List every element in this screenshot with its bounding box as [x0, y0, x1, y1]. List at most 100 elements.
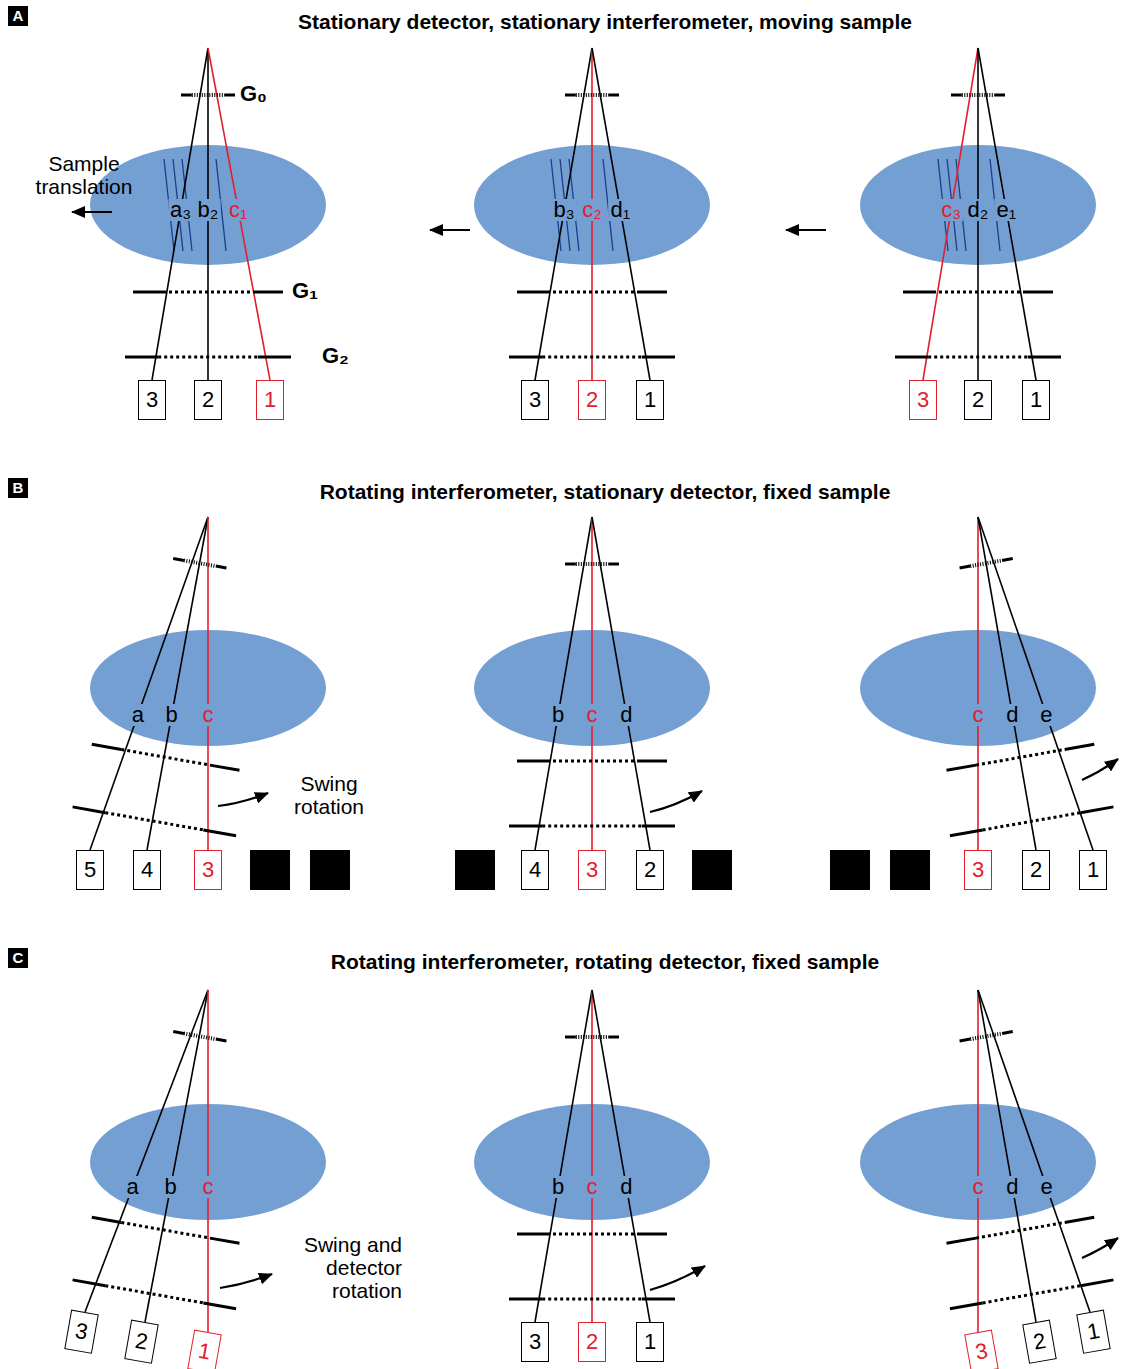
detector-number: 3 [972, 1332, 990, 1369]
sample-shape [860, 630, 1096, 746]
detector-pixel: 2 [1022, 1320, 1057, 1364]
grating-bars [542, 356, 642, 359]
grating-frame [210, 765, 240, 770]
ray-point-label: d [618, 704, 634, 726]
grating-frame [608, 1036, 619, 1039]
grating-bars [983, 1286, 1081, 1303]
ray-point-label: c [585, 704, 600, 726]
detector-number: 2 [586, 381, 598, 418]
detector-pixel: 5 [76, 850, 104, 890]
inactive-detector [830, 850, 870, 890]
detector-pixel: 3 [909, 380, 937, 420]
detector-pixel: 3 [964, 1330, 999, 1369]
detector-number: 1 [195, 1332, 213, 1369]
grating-bars [121, 749, 210, 765]
sample-shape [90, 145, 326, 265]
grating-bars [184, 1033, 216, 1039]
sample-outline [90, 1104, 326, 1220]
grating-bars [547, 760, 637, 763]
detector-number: 2 [644, 851, 656, 888]
ray-point-label: c₃ [939, 199, 963, 221]
grating-bars [976, 1222, 1065, 1238]
grating-frame [1081, 807, 1114, 813]
grating-frame [173, 1032, 184, 1034]
grating-bars [962, 93, 994, 97]
grating-frame [637, 1233, 667, 1236]
grating-frame [1002, 559, 1013, 561]
motion-arrow [650, 791, 702, 812]
sample-outline [474, 1104, 710, 1220]
detector-pixel: 4 [133, 850, 161, 890]
sample-outline [860, 630, 1096, 746]
detector-pixel: 1 [1079, 850, 1107, 890]
grating-label: G₂ [322, 344, 349, 367]
grating-frame [73, 807, 106, 813]
detector-pixel: 2 [578, 1322, 606, 1362]
grating-frame [258, 356, 291, 359]
ray-point-label: c [585, 1176, 600, 1198]
inactive-detector [310, 850, 350, 890]
detector-pixel: 2 [964, 380, 992, 420]
ray-point-label: a₃ [168, 199, 193, 221]
inactive-detector [692, 850, 732, 890]
grating-frame [642, 356, 675, 359]
grating-bars [928, 356, 1028, 359]
grating-frame [173, 559, 184, 561]
grating-frame [565, 563, 576, 566]
inactive-detector [890, 850, 930, 890]
grating-frame [133, 291, 163, 294]
grating-frame [608, 563, 619, 566]
grating-frame [253, 291, 283, 294]
grating-bars [576, 93, 608, 97]
grating-frame [947, 765, 977, 770]
sample-shape [860, 145, 1096, 265]
motion-arrow [786, 229, 826, 231]
panel-label: C [13, 948, 24, 968]
grating-frame [1065, 1217, 1095, 1222]
grating-frame [216, 1039, 227, 1041]
sample-shape [474, 630, 710, 746]
grating-bars [192, 93, 224, 97]
ray-point-label: e [1038, 1176, 1054, 1198]
sample-shape [860, 1104, 1096, 1220]
grating-frame [203, 830, 236, 836]
detector-pixel: 3 [194, 850, 222, 890]
ray-point-label: a [125, 1176, 141, 1198]
detector-number: 3 [917, 381, 929, 418]
detector-pixel: 2 [636, 850, 664, 890]
grating-frame [1028, 356, 1061, 359]
detector-number: 3 [529, 1323, 541, 1360]
detector-number: 3 [529, 381, 541, 418]
ray-point-label: d [618, 1176, 634, 1198]
detector-pixel: 1 [636, 380, 664, 420]
grating-frame [994, 94, 1005, 97]
detector-number: 2 [132, 1322, 150, 1361]
x-ray-beam [591, 990, 593, 1322]
ray-point-label: c [971, 704, 986, 726]
detector-pixel: 3 [64, 1310, 99, 1354]
detector-pixel: 4 [521, 850, 549, 890]
grating-bars [105, 1286, 203, 1303]
ray-point-label: b [162, 1176, 178, 1198]
x-ray-beam [591, 517, 593, 850]
grating-frame [947, 1238, 977, 1243]
panel-title: Rotating interferometer, stationary dete… [320, 480, 891, 503]
grating-frame [1065, 744, 1095, 749]
grating-frame [960, 566, 971, 568]
ray-point-label: c [201, 704, 216, 726]
detector-number: 5 [84, 851, 96, 888]
grating-bars [547, 291, 637, 294]
ray-point-label: b₃ [552, 199, 577, 221]
grating-frame [950, 830, 983, 836]
grating-bars [547, 1233, 637, 1236]
sample-ellipse: abc [90, 630, 326, 746]
grating-bars [983, 813, 1081, 830]
ray-point-label: c [201, 1176, 216, 1198]
detector-number: 1 [644, 381, 656, 418]
grating-bars [184, 560, 216, 566]
sample-outline [90, 630, 326, 746]
detector-number: 3 [72, 1312, 90, 1351]
grating-frame [181, 94, 192, 97]
detector-pixel: 3 [964, 850, 992, 890]
grating-frame [509, 1298, 542, 1301]
